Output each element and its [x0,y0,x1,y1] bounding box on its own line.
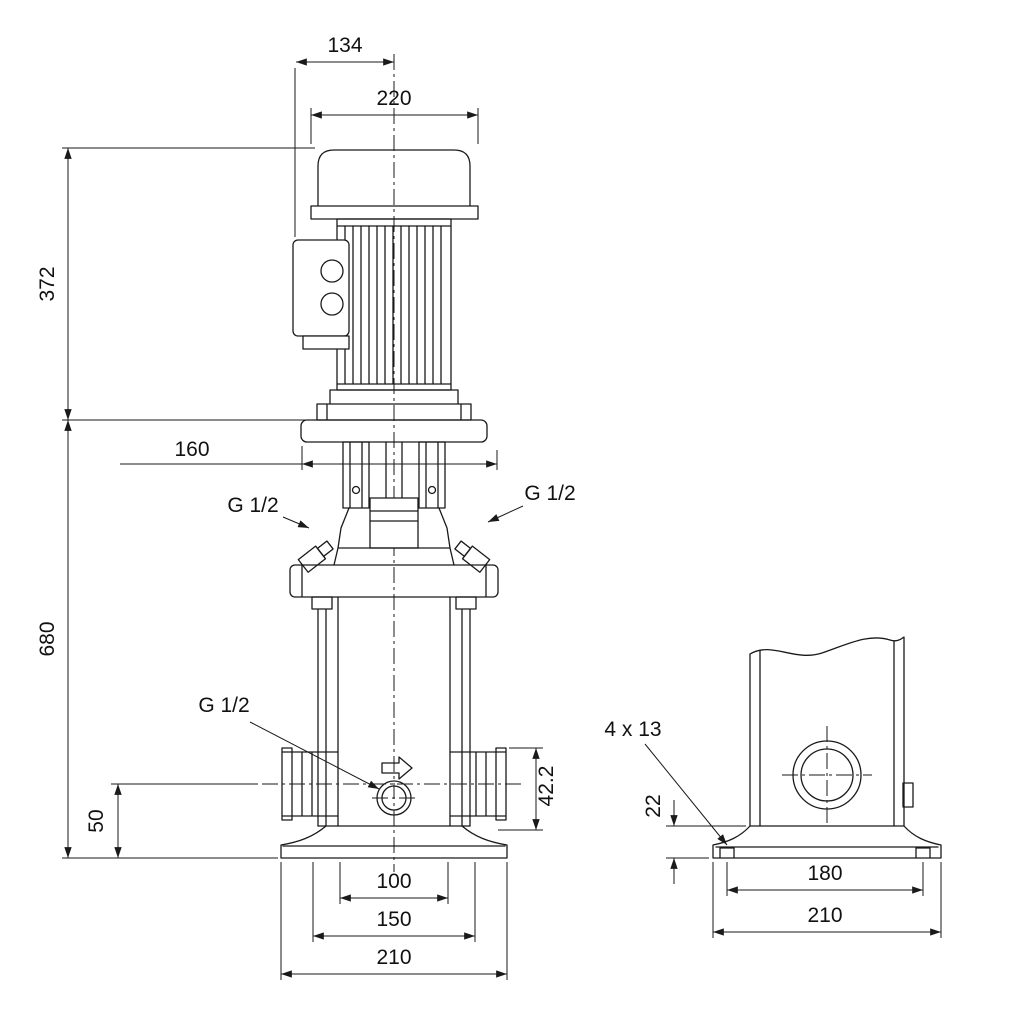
dim-150-label: 150 [376,908,411,931]
cable-gland-top [320,259,344,283]
dim-180-label: 180 [807,862,842,885]
flow-direction-arrow-icon [381,756,413,780]
dim-210-front-label: 210 [376,946,411,969]
terminal-box-foot [302,335,350,350]
dim-base-height-22: 22 [642,794,746,884]
head-flange-bolts [301,564,487,598]
dim-100-label: 100 [376,870,411,893]
pump-head [333,507,455,566]
motor-stool-plate [300,419,488,443]
staybolts [311,596,477,827]
label-plug-left: G 1/2 [227,494,310,529]
plug-left-neck [316,540,334,557]
dim-210-front-extensions [280,862,508,980]
dim-210-side-extensions [712,862,942,938]
plug-right-leader [487,505,524,523]
motor-cooling-fins [344,225,442,385]
head-plug-right [454,540,491,573]
plug-right-label: G 1/2 [524,482,575,505]
terminal-box [292,239,350,350]
drain-label: G 1/2 [198,694,249,717]
head-plug-left [297,540,334,573]
side-view: 4 x 13 22 180 210 [604,636,942,938]
cable-gland-bottom [320,292,344,316]
dim-22-label: 22 [642,794,665,817]
plug-left-leader [282,516,310,529]
dim-port-50: 50 [85,783,258,858]
dim-210-side-label: 210 [807,904,842,927]
dim-base-150: 150 [312,862,476,942]
guard-screw-left [351,485,361,495]
dim-base-width-210-side: 210 [712,862,942,938]
dim-bolt-spacing-180: 180 [726,862,924,896]
dim-width-134: 134 [294,34,394,237]
dim-134-label: 134 [327,34,362,57]
dim-160-label: 160 [174,438,209,461]
pump-base [280,825,508,859]
dim-50-label: 50 [85,809,108,832]
dim-680-label: 680 [36,621,59,656]
label-drain: G 1/2 [198,694,380,790]
dim-height-680: 680 [36,420,278,859]
head-flange [289,564,499,598]
dim-150-extensions [312,862,476,942]
dim-height-372: 372 [36,147,315,421]
plug-right-neck [454,540,472,557]
motor-fan-cover [310,149,479,220]
dim-220-label: 220 [376,87,411,110]
dim-width-220: 220 [310,87,479,144]
side-port-crosshair [782,726,872,824]
label-plug-right: G 1/2 [487,482,576,523]
dim-base-210-front: 210 [280,862,508,980]
dim-372-extensions [62,147,315,421]
bolt-holes-leader [644,743,728,846]
front-view: 134 220 372 160 680 G 1/2 G 1/2 [36,34,576,980]
dim-width-160: 160 [120,438,498,470]
terminal-box-body [292,239,350,337]
head-flange-body [289,564,499,598]
bolt-holes-label: 4 x 13 [604,718,661,741]
coupling-guards [342,441,446,509]
side-sleeve [749,636,905,827]
coupling-hub [369,497,419,549]
dim-42-2-label: 42.2 [535,766,558,807]
plug-left-label: G 1/2 [227,494,278,517]
label-bolt-holes: 4 x 13 [604,718,728,846]
side-clamp-tab [902,782,914,808]
guard-screw-right [427,485,437,495]
side-base [712,825,942,859]
dim-port-42-2: 42.2 [498,747,558,831]
pump-shaft [385,441,403,499]
dim-372-label: 372 [36,266,59,301]
dim-base-100: 100 [339,862,449,904]
drain-leader [249,721,380,790]
pump-sleeve [337,596,451,827]
